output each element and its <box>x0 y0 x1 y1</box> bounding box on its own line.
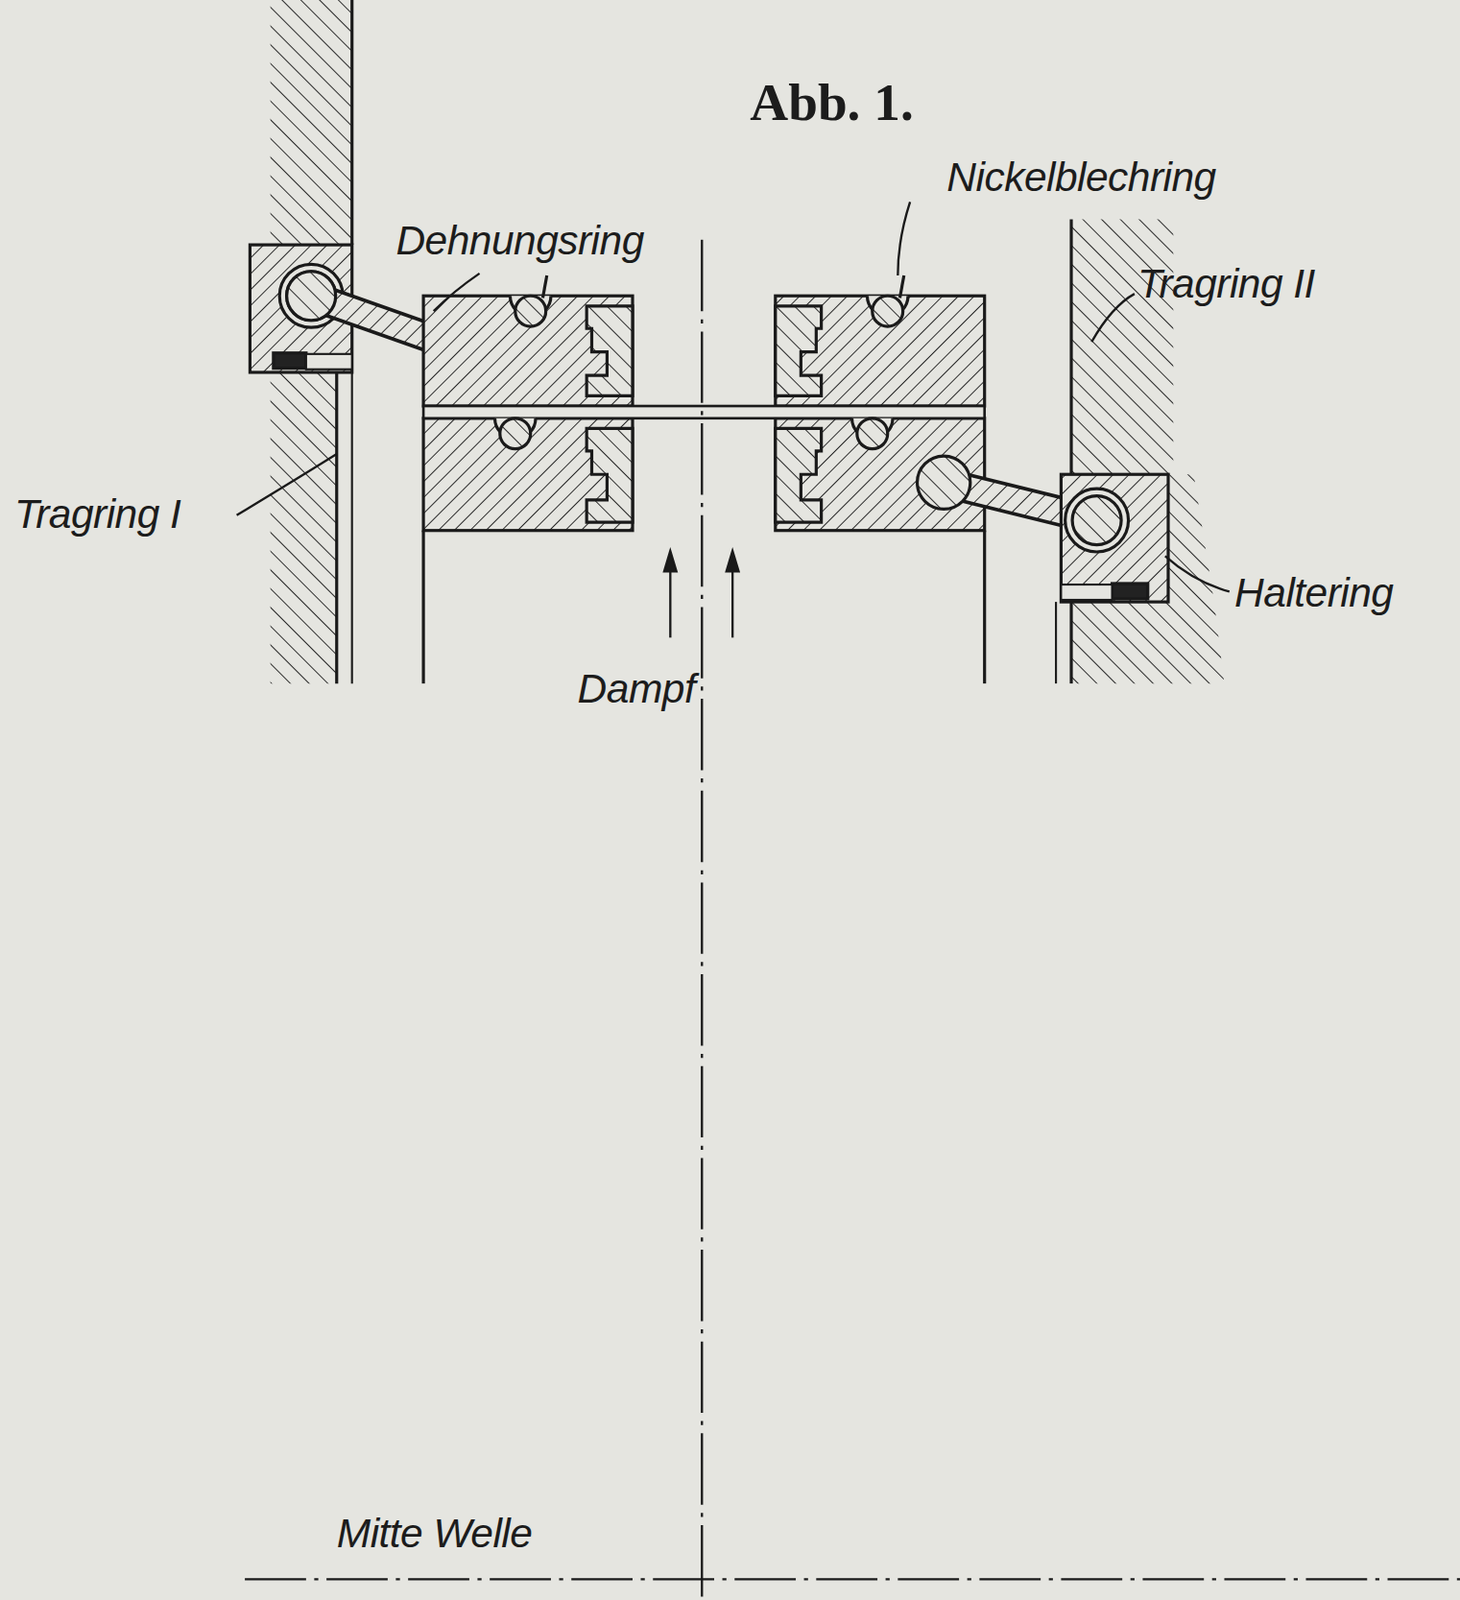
center-lines <box>244 239 1460 1600</box>
leader-lines <box>237 201 1230 592</box>
rotor-discs <box>423 275 985 684</box>
figure-title: Abb. 1. <box>749 73 913 133</box>
part-label: Haltering <box>1234 569 1393 617</box>
part-label: Mitte Welle <box>336 1509 533 1557</box>
part-label: Dampf <box>577 665 696 713</box>
part-label: Nickelblechring <box>946 152 1216 200</box>
part-label: Tragring II <box>1137 260 1316 308</box>
part-label: Dehnungsring <box>395 215 644 264</box>
part-label: Tragring I <box>14 489 181 537</box>
housing-left <box>249 0 352 684</box>
